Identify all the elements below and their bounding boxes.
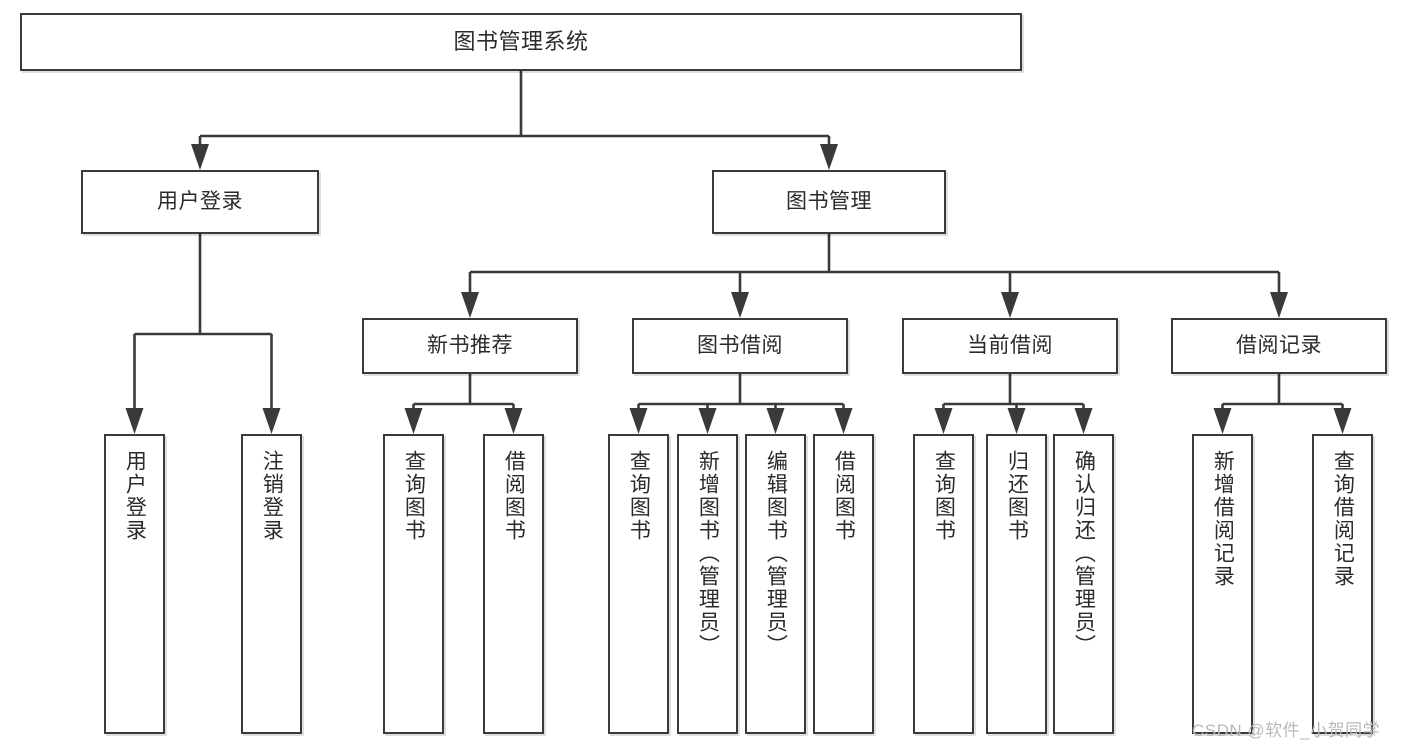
node-leaf-user-login[interactable]: 用户登录	[104, 434, 165, 734]
node-leaf-borrow-book-1[interactable]: 借阅图书	[483, 434, 544, 734]
node-root[interactable]: 图书管理系统	[20, 13, 1022, 71]
node-leaf-query-record[interactable]: 查询借阅记录	[1312, 434, 1373, 734]
arrowhead-icon	[934, 408, 953, 434]
arrowhead-icon	[461, 292, 479, 318]
node-leaf-query-book-2[interactable]: 查询图书	[608, 434, 669, 734]
arrowhead-icon	[1074, 408, 1093, 434]
node-user-login[interactable]: 用户登录	[81, 170, 319, 234]
node-leaf-edit-book[interactable]: 编辑图书（管理员）	[745, 434, 806, 734]
arrowhead-icon	[504, 408, 523, 434]
node-label: 当前借阅	[967, 333, 1053, 357]
node-leaf-confirm-return[interactable]: 确认归还（管理员）	[1053, 434, 1114, 734]
node-leaf-add-record[interactable]: 新增借阅记录	[1192, 434, 1253, 734]
node-label: 确认归还（管理员）	[1072, 450, 1096, 657]
arrowhead-icon	[1333, 408, 1352, 434]
node-label: 新书推荐	[427, 333, 513, 357]
arrowhead-icon	[1213, 408, 1232, 434]
node-label: 查询借阅记录	[1331, 450, 1355, 588]
node-leaf-return-book[interactable]: 归还图书	[986, 434, 1047, 734]
node-leaf-logout[interactable]: 注销登录	[241, 434, 302, 734]
node-label: 查询图书	[402, 450, 426, 542]
node-label: 新增图书（管理员）	[696, 450, 720, 657]
arrowhead-icon	[698, 408, 717, 434]
node-label: 借阅图书	[502, 450, 526, 542]
node-current-borrow[interactable]: 当前借阅	[902, 318, 1118, 374]
node-new-book-rec[interactable]: 新书推荐	[362, 318, 578, 374]
node-leaf-query-book-1[interactable]: 查询图书	[383, 434, 444, 734]
node-label: 借阅图书	[832, 450, 856, 542]
node-leaf-borrow-book-2[interactable]: 借阅图书	[813, 434, 874, 734]
node-book-manage[interactable]: 图书管理	[712, 170, 946, 234]
node-label: 用户登录	[123, 450, 147, 542]
node-label: 归还图书	[1005, 450, 1029, 542]
arrowhead-icon	[834, 408, 853, 434]
arrowhead-icon	[404, 408, 423, 434]
node-label: 编辑图书（管理员）	[764, 450, 788, 657]
node-label: 图书管理系统	[453, 29, 589, 55]
arrowhead-icon	[766, 408, 785, 434]
arrowhead-icon	[1270, 292, 1288, 318]
node-leaf-query-book-3[interactable]: 查询图书	[913, 434, 974, 734]
arrowhead-icon	[1007, 408, 1026, 434]
arrowhead-icon	[1001, 292, 1019, 318]
edges-group	[125, 71, 1352, 434]
node-book-borrow[interactable]: 图书借阅	[632, 318, 848, 374]
arrowhead-icon	[820, 144, 838, 170]
arrowhead-icon	[731, 292, 749, 318]
arrowhead-icon	[191, 144, 209, 170]
arrowhead-icon	[262, 408, 281, 434]
node-label: 图书借阅	[697, 333, 783, 357]
node-label: 查询图书	[627, 450, 651, 542]
node-label: 借阅记录	[1236, 333, 1322, 357]
node-label: 查询图书	[932, 450, 956, 542]
node-label: 用户登录	[157, 189, 243, 213]
arrowhead-icon	[629, 408, 648, 434]
node-label: 新增借阅记录	[1211, 450, 1235, 588]
node-label: 图书管理	[786, 189, 872, 213]
node-leaf-add-book[interactable]: 新增图书（管理员）	[677, 434, 738, 734]
node-borrow-record[interactable]: 借阅记录	[1171, 318, 1387, 374]
node-label: 注销登录	[260, 450, 284, 542]
arrowhead-icon	[125, 408, 144, 434]
csdn-watermark: CSDN @软件_小贺同学	[1192, 721, 1381, 740]
